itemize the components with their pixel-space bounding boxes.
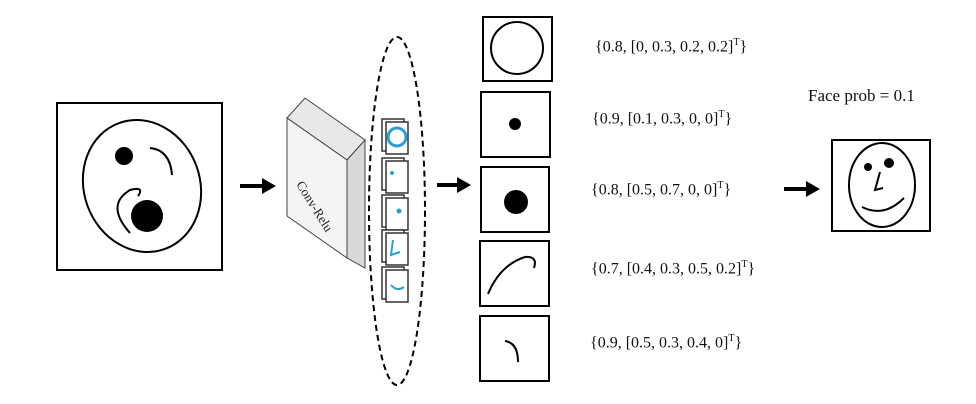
feature-label-3: {0.8, [0.5, 0.7, 0, 0]T}: [591, 180, 732, 199]
filter-circle-icon: [386, 126, 408, 148]
input-face-outline: [81, 118, 203, 254]
arrow-to-features: [437, 177, 471, 193]
input-curve-stroke: [116, 187, 142, 234]
feature-label-1: {0.8, [0, 0.3, 0.2, 0.2]T}: [595, 37, 748, 56]
feature-box-large-dot: [480, 166, 550, 233]
input-large-blob: [131, 200, 163, 232]
feature-label-5: {0.9, [0.5, 0.3, 0.4, 0]T}: [590, 333, 743, 352]
feature-label-4: {0.7, [0.4, 0.3, 0.5, 0.2]T}: [591, 259, 756, 278]
output-right-eye: [884, 158, 894, 168]
input-hook-stroke: [149, 147, 173, 176]
output-left-eye: [864, 163, 872, 171]
output-face-outline: [848, 142, 916, 228]
output-nose: [873, 171, 884, 192]
output-mouth: [861, 197, 905, 212]
filter-small-dot-icon: [390, 171, 394, 175]
output-face-image: [831, 139, 931, 232]
face-probability-label: Face prob = 0.1: [808, 86, 915, 105]
feature-box-circle: [482, 16, 553, 82]
feature-label-2: {0.9, [0.1, 0.3, 0, 0]T}: [592, 109, 733, 128]
feature-box-small-dot: [480, 91, 551, 158]
feature-maps-group: [368, 36, 426, 386]
arrow-to-conv: [240, 178, 276, 194]
filter-large-dot-icon: [396, 208, 402, 214]
conv-relu-block: [286, 97, 366, 269]
input-small-blob: [115, 147, 133, 165]
input-image: [56, 102, 223, 271]
filter-hook-icon: [390, 284, 405, 291]
feature-map-stack: [381, 118, 409, 303]
arrow-to-output: [784, 181, 820, 197]
feature-box-curve: [479, 240, 550, 307]
feature-box-hook: [479, 315, 550, 382]
filter-curve-icon: [389, 239, 401, 257]
